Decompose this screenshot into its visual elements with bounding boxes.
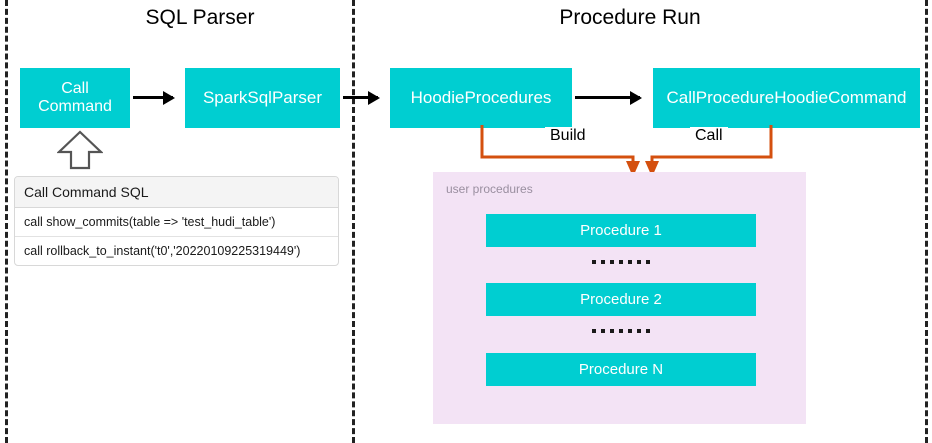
edge-label-call: Call: [690, 127, 728, 145]
section-title-procedure-run: Procedure Run: [559, 6, 701, 29]
divider-left-dashed: [5, 0, 8, 443]
arrow-hoodie-procedures-to-call-procedure-icon: [575, 90, 642, 105]
node-hoodie-procedures: HoodieProcedures: [390, 68, 572, 128]
node-spark-sql-parser: SparkSqlParser: [185, 68, 340, 128]
arrow-call-command-to-spark-sql-parser-icon: [133, 90, 175, 105]
sql-table-row: call show_commits(table => 'test_hudi_ta…: [15, 208, 338, 237]
sql-table-header: Call Command SQL: [15, 177, 338, 208]
divider-right-dashed: [925, 0, 928, 443]
sql-table-row: call rollback_to_instant('t0','202201092…: [24, 244, 301, 258]
user-procedures-caption: user procedures: [446, 182, 533, 196]
orange-build-call-connectors-icon: [480, 125, 773, 177]
edge-label-build: Build: [545, 127, 591, 145]
node-call-procedure-hoodie-command: CallProcedureHoodieCommand: [653, 68, 920, 128]
procedure-box: Procedure 1: [486, 214, 756, 247]
user-procedures-panel: user procedures Procedure 1 Procedure 2 …: [433, 172, 806, 424]
arrow-spark-sql-parser-to-hoodie-procedures-icon: [343, 90, 380, 105]
dots-separator-icon: [486, 324, 756, 338]
procedure-box: Procedure N: [486, 353, 756, 386]
call-command-sql-table: Call Command SQL call show_commits(table…: [14, 176, 339, 266]
section-title-sql-parser: SQL Parser: [145, 6, 255, 29]
dots-separator-icon: [486, 255, 756, 269]
arrow-up-hollow-icon: [57, 130, 103, 170]
divider-middle-dashed: [352, 0, 355, 443]
procedure-box: Procedure 2: [486, 283, 756, 316]
node-call-command: Call Command: [20, 68, 130, 128]
